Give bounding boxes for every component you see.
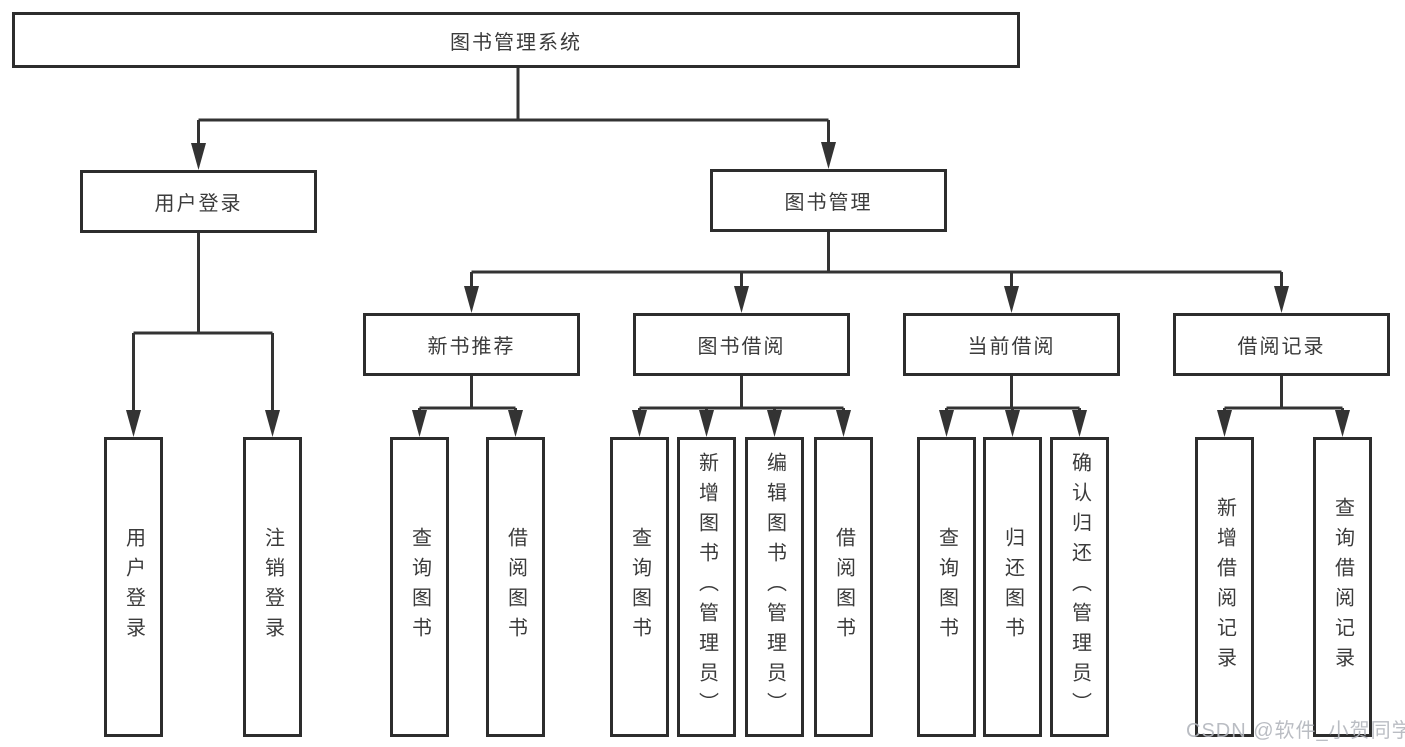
node-label: 借阅图书 [832,527,855,647]
leaf-query-book: 查询图书 [610,437,669,737]
leaf-query-borrow-record: 查询借阅记录 [1313,437,1372,737]
node-label: 查询借阅记录 [1331,497,1354,677]
node-label: 查询图书 [408,527,431,647]
node-new-book-recommend: 新书推荐 [363,313,580,376]
arrowhead-icon [1005,410,1020,437]
arrowhead-icon [126,410,141,437]
node-user-login: 用户登录 [80,170,317,233]
leaf-user-login: 用户登录 [104,437,163,737]
arrowhead-icon [632,410,647,437]
leaf-add-book-admin: 新增图书（管理员） [677,437,736,737]
arrowhead-icon [508,410,523,437]
arrowhead-icon [767,410,782,437]
node-book-management: 图书管理 [710,169,947,232]
arrowhead-icon [1004,286,1019,313]
arrowhead-icon [699,410,714,437]
node-label: 新增借阅记录 [1213,497,1236,677]
leaf-query-book: 查询图书 [917,437,976,737]
arrowhead-icon [191,143,206,170]
node-label: 新增图书（管理员） [695,452,718,722]
node-label: 图书管理系统 [450,31,582,54]
arrowhead-icon [412,410,427,437]
node-label: 用户登录 [154,193,243,215]
leaf-query-book: 查询图书 [390,437,449,737]
node-label: 借阅记录 [1237,336,1326,358]
leaf-confirm-return-admin: 确认归还（管理员） [1050,437,1109,737]
arrowhead-icon [836,410,851,437]
node-label: 新书推荐 [427,336,516,358]
leaf-add-borrow-record: 新增借阅记录 [1195,437,1254,737]
node-label: 确认归还（管理员） [1068,452,1091,722]
arrowhead-icon [734,286,749,313]
node-label: 查询图书 [628,527,651,647]
node-borrow-records: 借阅记录 [1173,313,1390,376]
node-label: 用户登录 [122,527,145,647]
node-label: 借阅图书 [504,527,527,647]
leaf-borrow-book: 借阅图书 [814,437,873,737]
node-label: 归还图书 [1001,527,1024,647]
node-label: 图书借阅 [697,336,786,358]
node-label: 编辑图书（管理员） [763,452,786,722]
arrowhead-icon [1335,410,1350,437]
node-label: 查询图书 [935,527,958,647]
node-library-system: 图书管理系统 [12,12,1020,68]
leaf-return-book: 归还图书 [983,437,1042,737]
arrowhead-icon [939,410,954,437]
leaf-borrow-book: 借阅图书 [486,437,545,737]
node-current-borrow: 当前借阅 [903,313,1120,376]
arrowhead-icon [1217,410,1232,437]
arrowhead-icon [265,410,280,437]
node-label: 图书管理 [784,192,873,214]
node-label: 当前借阅 [967,336,1056,358]
arrowhead-icon [1274,286,1289,313]
watermark: CSDN @软件_小贺同学 [1186,720,1405,742]
leaf-logout: 注销登录 [243,437,302,737]
node-label: 注销登录 [261,527,284,647]
arrowhead-icon [464,286,479,313]
node-book-borrow: 图书借阅 [633,313,850,376]
arrowhead-icon [821,142,836,169]
arrowhead-icon [1072,410,1087,437]
leaf-edit-book-admin: 编辑图书（管理员） [745,437,804,737]
